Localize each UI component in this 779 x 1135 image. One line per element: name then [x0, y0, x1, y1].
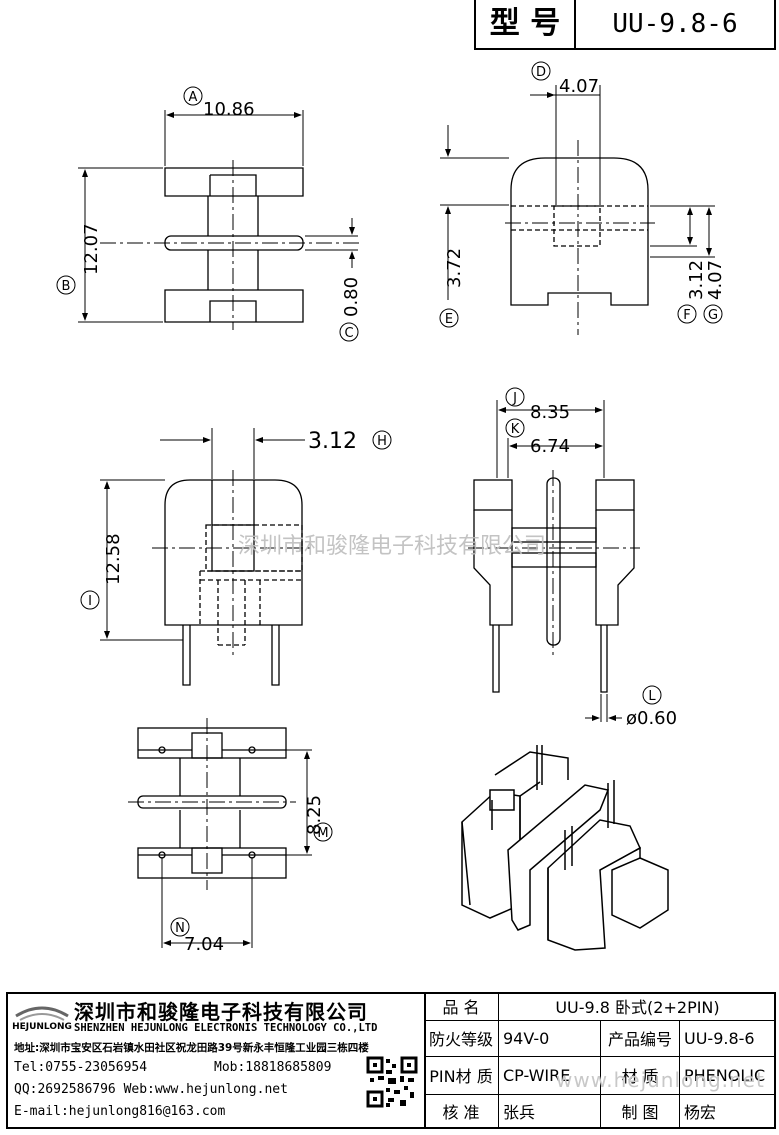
svg-text:F: F — [683, 308, 690, 323]
company-section: HEJUNLONG 深圳市和骏隆电子科技有限公司 SHENZHEN HEJUNL… — [8, 994, 426, 1127]
watermark-footer: www.hejunlong.net — [556, 1068, 765, 1092]
dim-i-value: 12.58 — [103, 533, 124, 585]
svg-text:D: D — [536, 65, 546, 80]
svg-text:H: H — [377, 434, 387, 449]
svg-text:C: C — [344, 326, 353, 341]
label-m: M — [313, 822, 333, 842]
svg-text:L: L — [648, 689, 656, 704]
svg-text:K: K — [511, 422, 520, 437]
review-value: 张兵 — [498, 1093, 601, 1128]
product-code-label: 产品编号 — [600, 1019, 680, 1057]
dim-m-value: 8.25 — [304, 795, 325, 835]
company-name-cn: 深圳市和骏隆电子科技有限公司 — [74, 1000, 368, 1024]
label-a: A — [183, 86, 203, 106]
view-middle-right — [468, 400, 640, 722]
dim-n-value: 7.04 — [184, 934, 224, 955]
label-i: I — [80, 590, 100, 610]
company-qq-web: QQ:2692586796 Web:www.hejunlong.net — [14, 1082, 288, 1097]
label-c: C — [339, 322, 359, 342]
pin-material-label: PIN材 质 — [424, 1055, 499, 1095]
label-e: E — [439, 308, 459, 328]
label-j: J — [505, 387, 525, 407]
svg-text:E: E — [445, 312, 453, 327]
svg-text:N: N — [175, 921, 185, 936]
watermark-center: 深圳市和骏隆电子科技有限公司 — [238, 534, 546, 559]
product-name-value: UU-9.8 卧式(2+2PIN) — [498, 993, 776, 1021]
dim-e-value: 3.72 — [444, 248, 465, 288]
company-logo: HEJUNLONG — [12, 998, 72, 1038]
product-name-label: 品 名 — [424, 993, 499, 1021]
view-top-right — [440, 85, 715, 335]
pin-material-value: CP-WIRE — [498, 1055, 601, 1095]
view-top-left — [78, 110, 360, 330]
label-d: D — [531, 61, 551, 81]
model-label: 型 号 — [476, 0, 576, 48]
logo-icon: HEJUNLONG — [12, 1006, 72, 1032]
dim-k-value: 6.74 — [530, 436, 570, 457]
material-label: 材 质 — [600, 1055, 680, 1095]
company-mob: Mob:18818685809 — [214, 1060, 332, 1075]
dim-c-value: 0.80 — [341, 277, 362, 317]
view-isometric — [461, 745, 669, 951]
label-f: F — [677, 304, 697, 324]
fire-rating-value: 94V-0 — [498, 1019, 601, 1057]
dim-j-value: 8.35 — [530, 402, 570, 423]
view-middle-left — [100, 428, 312, 686]
qr-code — [366, 1056, 418, 1108]
svg-text:B: B — [62, 279, 71, 294]
model-value: UU-9.8-6 — [612, 9, 738, 39]
material-value: PHENOLIC — [679, 1055, 776, 1095]
view-bottom-left — [128, 718, 312, 948]
dim-a-value: 10.86 — [203, 99, 255, 120]
label-k: K — [505, 418, 525, 438]
dim-h-value: 3.12 — [308, 429, 357, 454]
title-block: HEJUNLONG 深圳市和骏隆电子科技有限公司 SHENZHEN HEJUNL… — [6, 992, 776, 1129]
company-address: 地址:深圳市宝安区石岩镇水田社区祝龙田路39号新永丰恒隆工业园三栋四楼 — [14, 1042, 369, 1054]
drawing-value: 杨宏 — [679, 1093, 776, 1128]
product-code-value: UU-9.8-6 — [679, 1019, 776, 1057]
label-l: L — [642, 685, 662, 705]
technical-drawing: 10.86 12.07 0.80 4.07 3.72 3.12 4.07 3.1… — [56, 61, 726, 955]
dim-l-value: ø0.60 — [626, 708, 677, 729]
fire-rating-label: 防火等级 — [424, 1019, 499, 1057]
spec-table: 品 名 UU-9.8 卧式(2+2PIN) 防火等级 94V-0 产品编号 UU… — [424, 993, 776, 1128]
company-name-en: SHENZHEN HEJUNLONG ELECTRONIS TECHNOLOGY… — [74, 1022, 378, 1034]
qr-code-icon — [366, 1056, 418, 1108]
company-email: E-mail:hejunlong816@163.com — [14, 1104, 226, 1119]
label-b: B — [56, 275, 76, 295]
svg-text:A: A — [189, 90, 198, 105]
svg-text:G: G — [708, 308, 718, 323]
svg-text:M: M — [317, 826, 328, 841]
svg-text:I: I — [88, 594, 92, 609]
model-header: 型 号 UU-9.8-6 — [474, 0, 776, 50]
svg-text:HEJUNLONG: HEJUNLONG — [12, 1022, 72, 1032]
dim-f-value: 3.12 — [686, 260, 707, 300]
dim-d-value: 4.07 — [559, 76, 599, 97]
label-h: H — [372, 430, 392, 450]
company-tel: Tel:0755-23056954 — [14, 1060, 148, 1075]
dim-g-value: 4.07 — [705, 260, 726, 300]
label-g: G — [703, 304, 723, 324]
svg-text:J: J — [512, 391, 517, 406]
dim-b-value: 12.07 — [81, 223, 102, 275]
review-label: 核 准 — [424, 1093, 499, 1128]
label-n: N — [170, 917, 190, 937]
drawing-label: 制 图 — [600, 1093, 680, 1128]
